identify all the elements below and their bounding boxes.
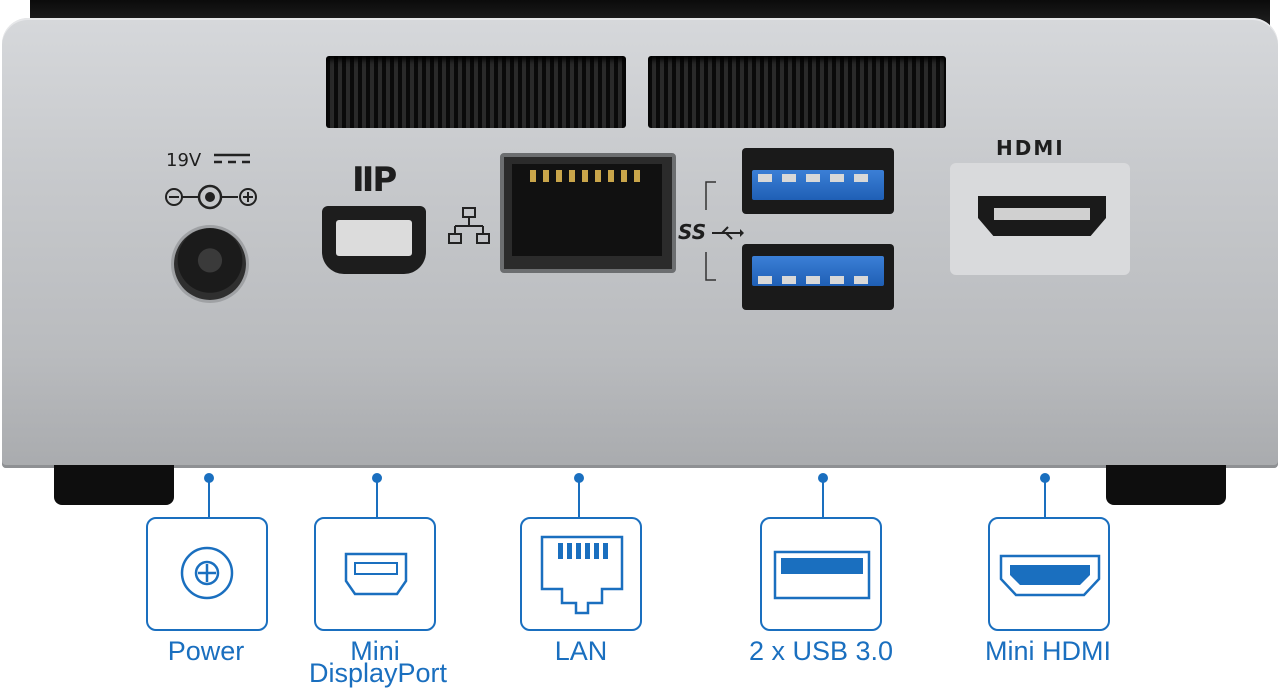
- power-callout-box: [146, 517, 268, 631]
- usb-leader-line: [822, 478, 824, 518]
- usb-callout-box: [760, 517, 882, 631]
- usb-pins-bottom: [758, 276, 878, 284]
- vent-left: [326, 56, 626, 128]
- displayport-logo: ⅡP: [352, 160, 397, 200]
- power-icon: [180, 546, 234, 600]
- usb-pins-top: [758, 174, 878, 182]
- dc-symbol-icon: [214, 153, 250, 164]
- minidp-leader-line: [376, 478, 378, 518]
- dc-power-jack: [174, 228, 246, 300]
- lan-port-contacts: [530, 170, 642, 182]
- power-leader-line: [208, 478, 210, 518]
- hdmi-leader-line: [1044, 478, 1046, 518]
- hdmi-logo: HDMI: [996, 136, 1065, 160]
- hdmi-icon: [999, 554, 1101, 597]
- lan-callout-box: [520, 517, 642, 631]
- power-caption: Power: [167, 636, 245, 666]
- usb-icon: [773, 550, 871, 600]
- mini-displayport-icon: [344, 552, 408, 596]
- hdmi-callout-box: [988, 517, 1110, 631]
- device-foot-left: [54, 465, 174, 505]
- superspeed-usb-logo: SS: [678, 220, 707, 244]
- hdmi-caption: Mini HDMI: [985, 636, 1111, 666]
- usb-bracket: [705, 181, 716, 281]
- lan-caption: LAN: [554, 636, 608, 666]
- minidp-callout-box: [314, 517, 436, 631]
- minidp-caption-line2: DisplayPort: [308, 658, 448, 688]
- usb-trident-icon: [712, 226, 744, 240]
- mini-hdmi-contact: [994, 208, 1090, 220]
- vent-right: [648, 56, 946, 128]
- mini-displayport-contact: [336, 220, 412, 256]
- polarity-icon: [165, 184, 257, 210]
- voltage-label: 19V: [166, 150, 202, 171]
- usb-caption: 2 x USB 3.0: [748, 636, 894, 666]
- device-foot-right: [1106, 465, 1226, 505]
- minidp-caption-line1: Mini: [350, 636, 400, 666]
- network-icon: [448, 207, 490, 244]
- lan-icon: [540, 535, 624, 615]
- lan-leader-line: [578, 478, 580, 518]
